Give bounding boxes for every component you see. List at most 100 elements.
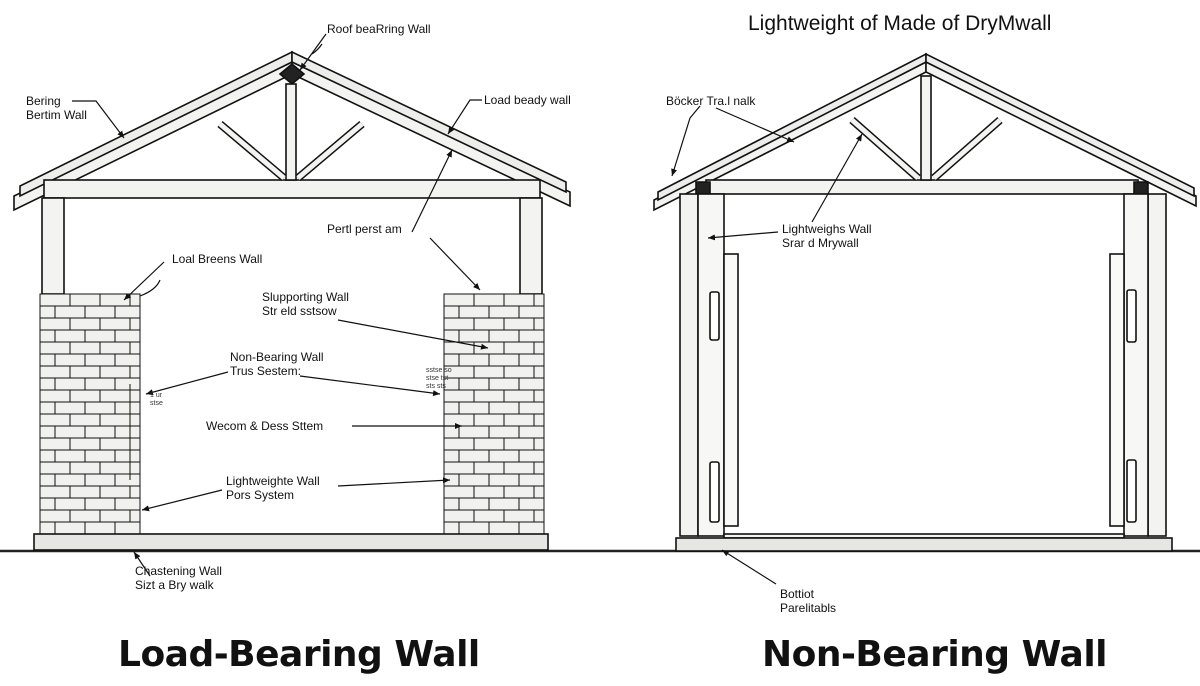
left-pier-brick-38 (84, 401, 116, 415)
left-pier-brick-21 (54, 353, 86, 367)
left-pier-brick-53 (54, 449, 86, 463)
right-pier-brick-2 (503, 293, 535, 307)
left-pier-brick-23 (114, 353, 141, 367)
left-pier-brick-20 (39, 353, 56, 367)
right-pier-brick-13 (458, 329, 490, 343)
left-pier-brick-71 (114, 497, 141, 511)
leader-roof-tip (311, 43, 323, 55)
label-supporting: Slupporting Wall Str eld sstsow (262, 290, 349, 318)
leader-perf-beam (411, 149, 453, 233)
right-drywall-right (1109, 253, 1125, 527)
left-pier-brick-57 (69, 461, 101, 475)
left-pier-brick-62 (84, 473, 116, 487)
left-pier-brick-2 (99, 293, 131, 307)
label-loal-breens: Loal Breens Wall (172, 252, 263, 266)
right-bracket-left-top (709, 291, 720, 341)
right-pier-brick-34 (503, 389, 535, 403)
right-pier-brick-64 (443, 485, 475, 499)
label-roof-bearing: Roof beaRring Wall (327, 22, 431, 36)
left-tie-beam (43, 179, 541, 199)
right-pier-brick-47 (518, 425, 545, 439)
tiny-label-b-line1: sstse so (426, 367, 452, 374)
left-pier-brick-44 (39, 425, 56, 439)
right-pier-brick-54 (488, 449, 520, 463)
tiny-label-b-line2: stse tst (426, 375, 449, 382)
label-non-bearing-line2: Trus Sestem: (230, 364, 301, 378)
right-pier-brick-53 (458, 449, 490, 463)
left-pier-brick-29 (54, 377, 86, 391)
right-pier-brick-45 (458, 425, 490, 439)
tiny-label-b: sstse so stse tst sts sts (426, 367, 452, 391)
right-pier-brick-67 (533, 485, 545, 499)
right-pier-brick-74 (503, 509, 535, 523)
tiny-label-b-line3: sts sts (426, 383, 446, 390)
leader-bottiot (721, 549, 777, 585)
right-pier-brick-56 (443, 461, 475, 475)
right-pier-brick-73 (473, 509, 505, 523)
left-pier-brick-56 (39, 461, 71, 475)
right-pier-brick-3 (533, 293, 545, 307)
left-pier-brick-11 (129, 317, 141, 331)
right-eave-block-left (695, 181, 711, 195)
left-pier-brick-30 (84, 377, 116, 391)
left-pier-brick-60 (39, 473, 56, 487)
right-pier-brick-37 (458, 401, 490, 415)
right-king-post (920, 75, 932, 181)
right-eave-block-right (1133, 181, 1149, 195)
label-bottiot: Bottiot Parelitabls (780, 587, 836, 615)
right-pier-brick-20 (443, 353, 460, 367)
left-pier-brick-58 (99, 461, 131, 475)
left-pier-brick-3 (129, 293, 141, 307)
left-pier-brick-64 (39, 485, 71, 499)
left-pier-brick-46 (84, 425, 116, 439)
right-bracket-left-bottom (709, 461, 720, 523)
label-lightweights-line2: Srar d Mrywall (782, 236, 859, 250)
label-chastening-line2: Sizt a Bry walk (135, 578, 214, 592)
right-pier-brick-17 (473, 341, 505, 355)
left-pier-brick-24 (39, 365, 71, 379)
leader-perf-beam-down (429, 237, 481, 291)
left-pier-brick-69 (54, 497, 86, 511)
left-pier-brick-73 (69, 509, 101, 523)
right-wall-right-outer (1147, 193, 1167, 537)
right-pier-brick-51 (533, 437, 545, 451)
right-pier-brick-63 (518, 473, 545, 487)
label-wecom: Wecom & Dess Sttem (206, 419, 324, 433)
left-pier-brick-4 (39, 305, 56, 319)
right-pier-brick-79 (518, 521, 545, 535)
right-pier-brick-44 (443, 425, 460, 439)
left-pier-brick-74 (99, 509, 131, 523)
right-pier-brick-32 (443, 389, 475, 403)
left-pier-brick-70 (84, 497, 116, 511)
leader-bracket-hook (139, 279, 161, 297)
right-pier-brick-18 (503, 341, 535, 355)
right-pier-brick-4 (443, 305, 460, 319)
right-pier-brick-49 (473, 437, 505, 451)
leader-bering (72, 100, 125, 139)
leader-lightweighte (337, 477, 451, 487)
left-pier-brick-50 (99, 437, 131, 451)
right-pier-brick-57 (473, 461, 505, 475)
right-pier-brick-66 (503, 485, 535, 499)
left-pier-brick-15 (114, 329, 141, 343)
left-pier-brick-14 (84, 329, 116, 343)
left-pier-brick-10 (99, 317, 131, 331)
right-pier-brick-15 (518, 329, 545, 343)
right-pier-brick-27 (533, 365, 545, 379)
label-lightweighte-line2: Pors System (226, 488, 295, 502)
left-pier-brick-77 (54, 521, 86, 535)
label-bering-line2: Bertim Wall (26, 108, 87, 122)
left-strut-left-fill (218, 122, 286, 180)
left-pier-brick-9 (69, 317, 101, 331)
left-roof-outer-right (291, 50, 567, 194)
label-lightweighte: Lightweighte Wall Pors System (226, 474, 320, 502)
right-pier-brick-42 (503, 413, 535, 427)
left-brick-pier-right (443, 293, 545, 535)
left-pier-brick-31 (114, 377, 141, 391)
right-pier-brick-9 (473, 317, 505, 331)
right-drywall-left (723, 253, 739, 527)
left-pier-brick-19 (129, 341, 141, 355)
left-pier-brick-66 (99, 485, 131, 499)
leader-chastening (133, 551, 151, 577)
